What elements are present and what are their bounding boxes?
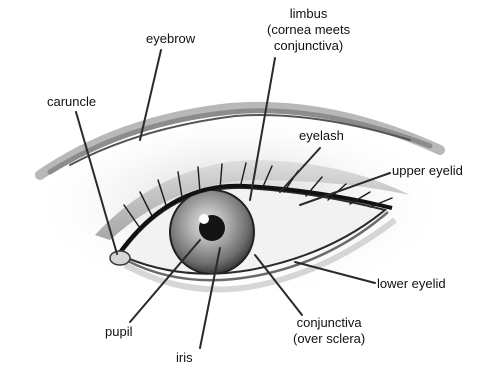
label-eyelash: eyelash (299, 128, 344, 144)
label-pupil: pupil (105, 324, 132, 340)
label-lower-eyelid: lower eyelid (377, 276, 446, 292)
label-limbus-line-3: conjunctiva) (267, 38, 350, 54)
label-iris: iris (176, 350, 193, 366)
eye-highlight (199, 214, 209, 224)
label-conjunctiva-line-2: (over sclera) (293, 331, 365, 347)
label-upper-eyelid: upper eyelid (392, 163, 463, 179)
label-conjunctiva: conjunctiva (over sclera) (293, 315, 365, 347)
label-conjunctiva-line-1: conjunctiva (293, 315, 365, 331)
label-limbus-line-1: limbus (267, 6, 350, 22)
label-limbus-line-2: (cornea meets (267, 22, 350, 38)
label-caruncle: caruncle (47, 94, 96, 110)
caruncle-drawing (110, 251, 130, 265)
label-eyebrow: eyebrow (146, 31, 195, 47)
label-limbus: limbus (cornea meets conjunctiva) (267, 6, 350, 54)
